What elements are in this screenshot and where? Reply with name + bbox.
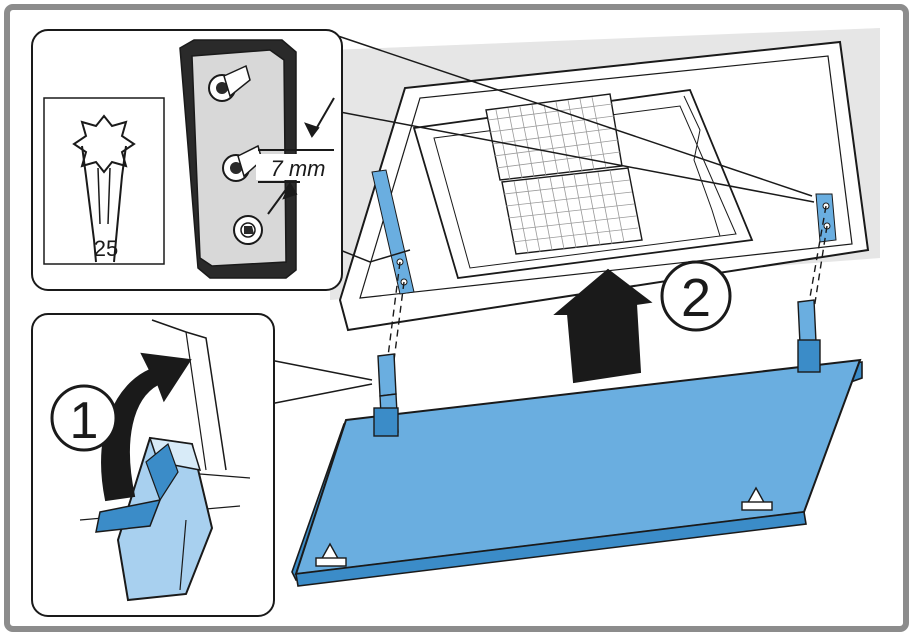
torx-bit-icon: 25 (43, 97, 165, 265)
right-mounting-bracket (815, 193, 837, 243)
panel-clip-bottom-left (315, 542, 347, 567)
recess-detail-line (683, 95, 721, 237)
cover-panel (291, 299, 863, 587)
grease-filter-lower (501, 167, 643, 255)
step-1-marker: 1 (50, 384, 118, 452)
detail-callout-hinge: 1 (31, 313, 373, 617)
dimension-marker (258, 97, 335, 215)
hinge-detail (95, 436, 214, 602)
left-mounting-bracket (371, 169, 415, 295)
screw-icon (208, 64, 251, 102)
step-2-marker: 2 (660, 260, 732, 332)
screw-length-label: 7 mm (271, 156, 326, 181)
step-2-label: 2 (681, 268, 711, 328)
screw-head-icon (233, 215, 263, 245)
panel-clip-bottom-right (741, 486, 773, 511)
panel-hinge-left (373, 353, 399, 437)
step-1-label: 1 (70, 392, 99, 450)
grease-filter-upper (485, 93, 623, 181)
main-scene: 2 (291, 28, 880, 587)
up-arrow-icon (553, 268, 653, 384)
panel-hinge-right (797, 299, 821, 373)
bit-size-label: 25 (94, 236, 118, 261)
detail-callout-fasteners: 25 7 (31, 29, 815, 291)
